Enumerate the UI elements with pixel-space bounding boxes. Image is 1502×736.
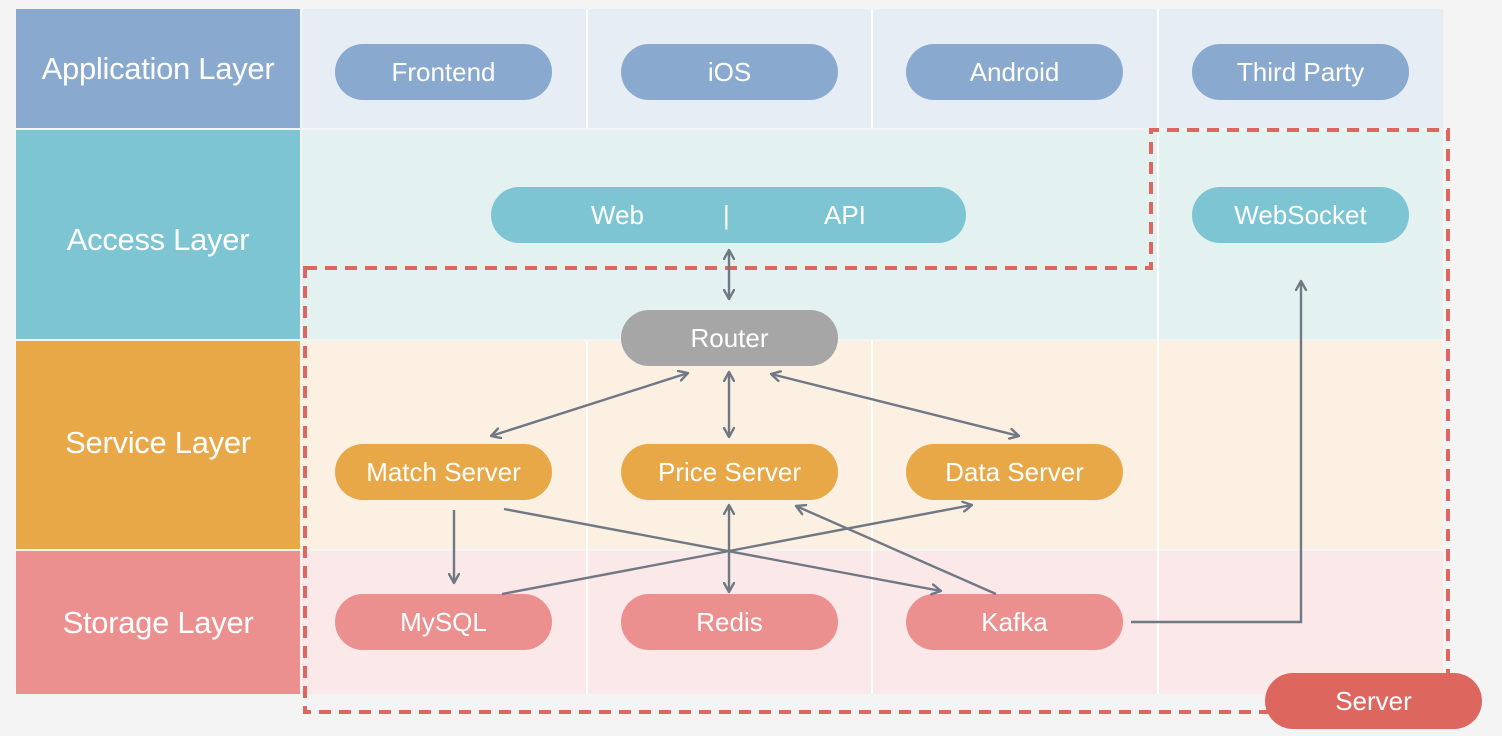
node-label: Router [690,322,769,353]
gateway-divider: | [723,199,730,230]
node-redis[interactable]: Redis [621,594,838,650]
node-ios[interactable]: iOS [621,44,838,100]
server-badge: Server [1265,673,1482,729]
layer-label-service: Service Layer [16,341,300,549]
gateway-api-label: API [824,199,866,230]
node-android[interactable]: Android [906,44,1123,100]
layer-label-text: Application Layer [41,50,275,86]
column-divider [586,341,588,694]
server-boundary-dashed [303,128,1450,714]
node-label: MySQL [400,606,487,637]
node-label: Data Server [945,456,1084,487]
node-label: Redis [696,606,763,637]
node-label: iOS [707,56,752,87]
edge-router-data [771,374,1019,436]
node-price-server[interactable]: Price Server [621,444,838,500]
node-kafka[interactable]: Kafka [906,594,1123,650]
column-divider [871,9,873,128]
edge-mysql-data [501,505,972,596]
column-divider [1157,9,1159,128]
layer-label-text: Storage Layer [62,604,254,640]
layer-label-text: Service Layer [65,425,251,460]
node-mysql[interactable]: MySQL [335,594,552,650]
node-third-party[interactable]: Third Party [1192,44,1409,100]
column-divider [871,341,873,694]
layer-label-storage: Storage Layer [16,551,300,694]
edge-kafka-price [796,506,997,596]
node-label: Price Server [657,456,802,487]
node-label: Third Party [1236,56,1365,87]
node-label: WebSocket [1234,199,1367,230]
node-match-server[interactable]: Match Server [335,444,552,500]
layer-label-application: Application Layer [16,9,300,128]
node-label: Kafka [981,606,1048,637]
gateway-web-label: Web [591,199,644,230]
edge-kafka-websocket [1131,281,1301,624]
node-router[interactable]: Router [621,310,838,366]
node-label: Frontend [391,56,496,87]
column-divider [586,9,588,128]
server-badge-label: Server [1335,685,1412,716]
layer-label-text: Access Layer [66,221,250,257]
node-websocket[interactable]: WebSocket [1192,187,1409,243]
node-data-server[interactable]: Data Server [906,444,1123,500]
node-label: Match Server [366,456,521,487]
edge-router-match [491,373,688,436]
node-label: Android [969,56,1060,87]
column-divider [1157,130,1159,694]
node-frontend[interactable]: Frontend [335,44,552,100]
node-web-api-gateway[interactable]: Web | API [491,187,966,243]
edge-match-kafka [503,507,941,591]
layer-label-access: Access Layer [16,130,300,339]
